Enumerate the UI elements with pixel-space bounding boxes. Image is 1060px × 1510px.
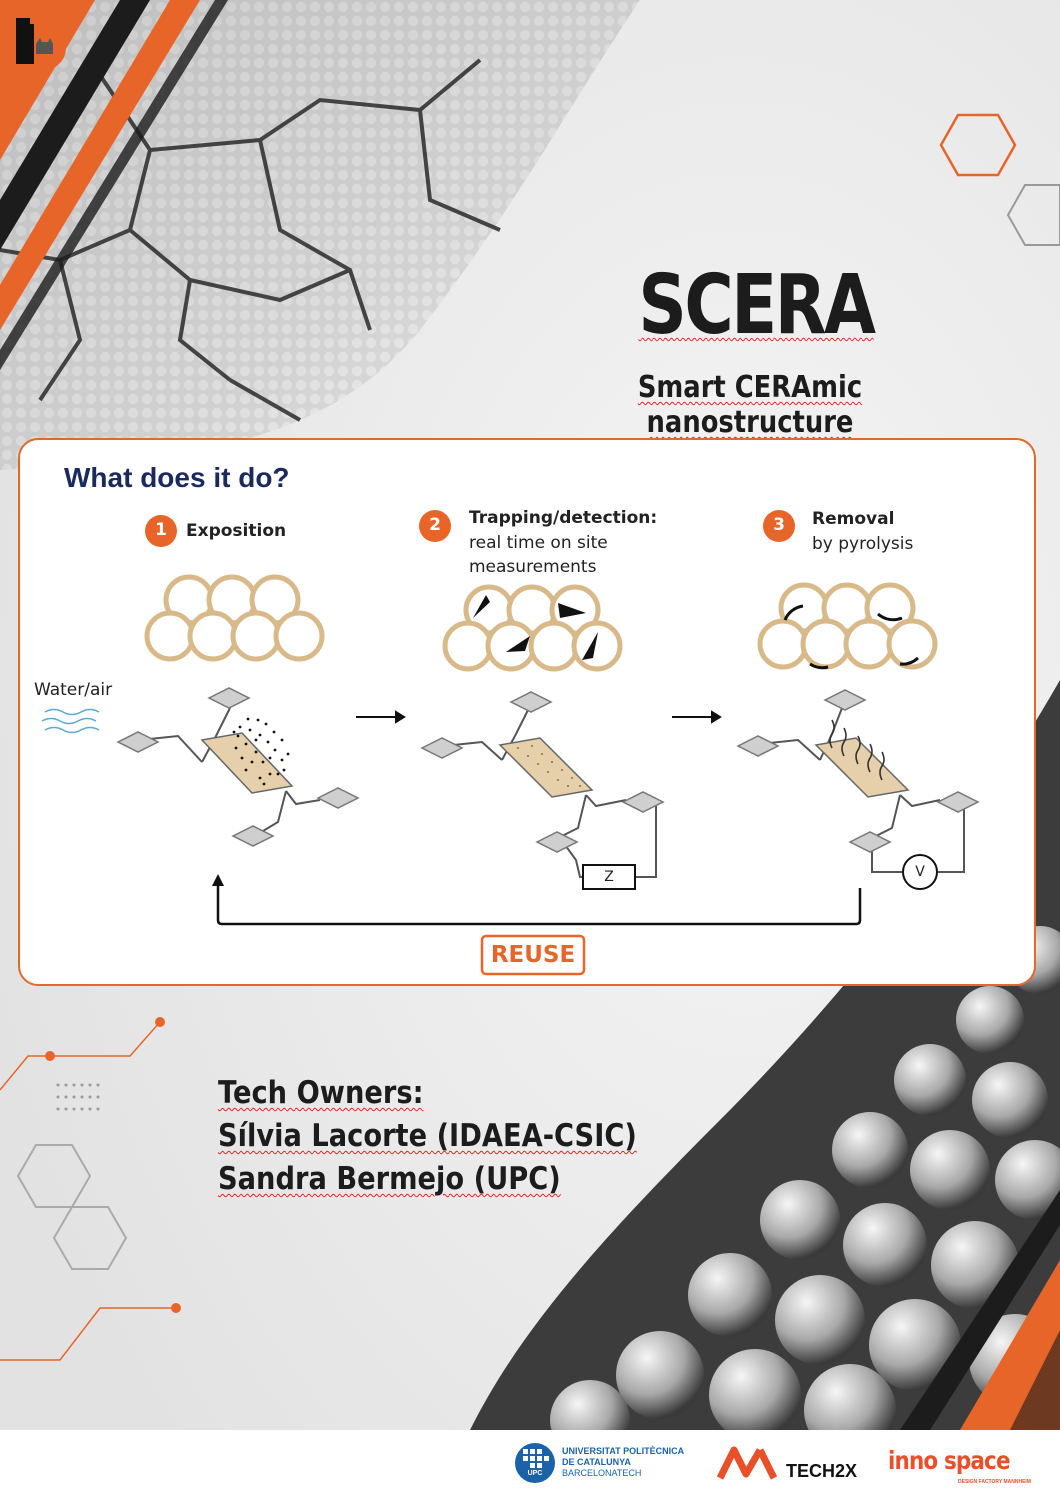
step-2-desc-2: measurements (469, 557, 597, 577)
step-1-badge (145, 515, 177, 547)
step-2-title: Trapping/detection: (469, 508, 658, 528)
page-subtitle: Smart CERAmic nanostructure (637, 370, 863, 440)
owners-heading: Tech Owners: (218, 1075, 424, 1111)
reuse-loop-arrow (216, 882, 862, 926)
step-1-number: 1 (155, 520, 167, 540)
what-it-does-panel: What does it do? 1 2 3 Exposition Trappi… (18, 438, 1036, 986)
step-2-badge (419, 510, 451, 542)
step-3-number: 3 (773, 515, 785, 535)
impedance-symbol: Z (604, 869, 614, 885)
panel-heading: What does it do? (64, 462, 290, 493)
step-3-badge (763, 510, 795, 542)
upc-name: UNIVERSITAT POLITÈCNICA DE CATALUNYA BAR… (562, 1446, 685, 1478)
trapped-sphere-cluster (442, 584, 623, 672)
upc-badge: UPC (527, 1470, 543, 1477)
step-3-desc-1: by pyrolysis (812, 534, 914, 554)
clean-sphere-cluster (144, 574, 325, 662)
step-1-title: Exposition (186, 521, 287, 541)
inno-space-tagline: DESIGN FACTORY MANNHEIM (958, 1479, 1031, 1485)
owner-1: Sílvia Lacorte (IDAEA-CSIC) (218, 1118, 637, 1154)
reuse-label: REUSE (490, 942, 576, 968)
sensor-chip-1 (116, 687, 360, 847)
process-diagram (41, 510, 980, 976)
upc-logo-icon (515, 1443, 555, 1483)
input-medium-label: Water/air (34, 680, 113, 700)
door-logo-icon (16, 18, 66, 70)
arrow-right-icon (356, 710, 406, 724)
step-2-desc-1: real time on site (469, 533, 608, 553)
tech2x-logo-icon (716, 1446, 778, 1480)
step-2-number: 2 (429, 515, 441, 535)
owner-2: Sandra Bermejo (UPC) (218, 1161, 561, 1197)
water-air-waves-icon (41, 708, 100, 734)
voltage-symbol: V (915, 864, 925, 880)
step-3-title: Removal (812, 509, 895, 529)
regenerated-sphere-cluster (757, 582, 938, 670)
inno-space-logo: inno space (888, 1446, 1011, 1475)
sensor-chip-2 (420, 691, 665, 890)
page-title: SCERA (638, 258, 876, 353)
tech-owners: Tech Owners: Sílvia Lacorte (IDAEA-CSIC)… (218, 1072, 637, 1201)
sensor-chip-3 (736, 689, 980, 890)
arrow-right-icon (672, 710, 722, 724)
tech2x-logo-text: TECH2X (786, 1461, 858, 1481)
